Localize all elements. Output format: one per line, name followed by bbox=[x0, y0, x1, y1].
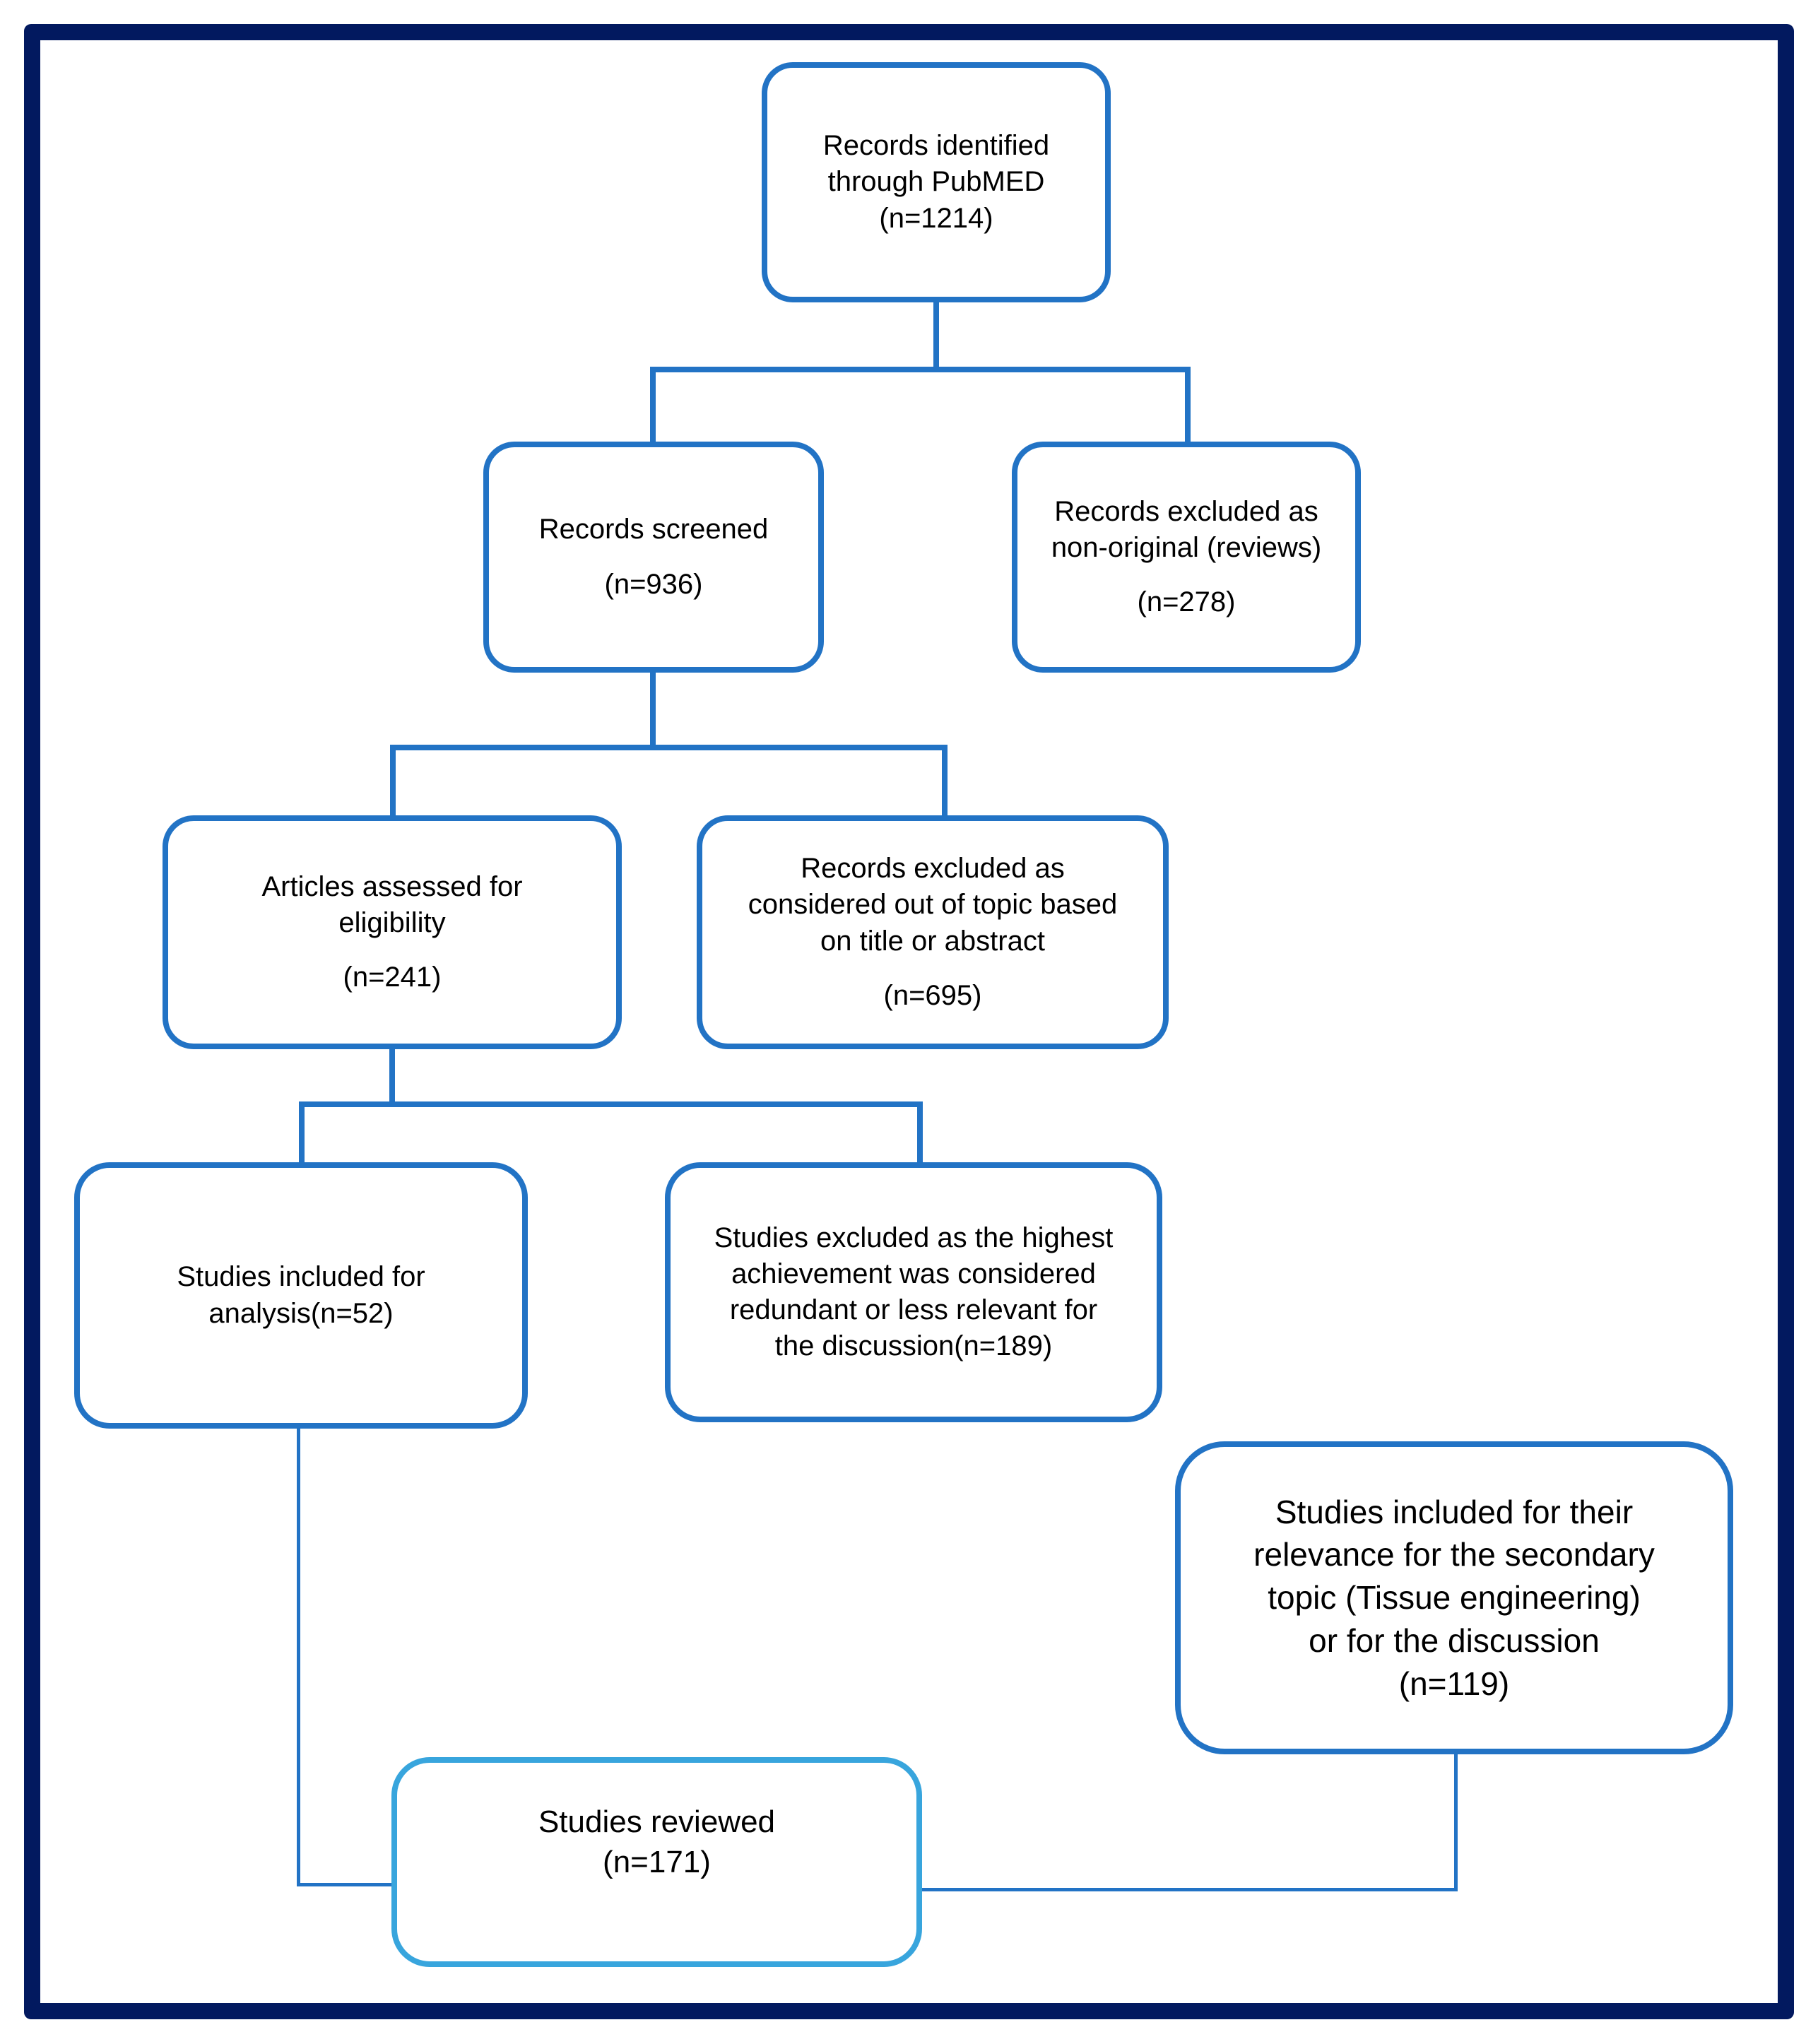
flow-box-studies-excluded-redundant: Studies excluded as the highest achievem… bbox=[665, 1162, 1162, 1422]
connector-line bbox=[1454, 1753, 1458, 1891]
connector-line bbox=[650, 367, 1191, 372]
box-count: (n=171) bbox=[603, 1844, 711, 1879]
connector-line bbox=[297, 1427, 300, 1886]
box-label: Articles assessed for eligibility bbox=[261, 870, 523, 938]
box-label: Studies included for their relevance for… bbox=[1253, 1493, 1655, 1659]
flow-box-records-screened: Records screened (n=936) bbox=[483, 442, 824, 673]
connector-line bbox=[1185, 367, 1191, 444]
flow-box-studies-included-analysis: Studies included for analysis(n=52) bbox=[74, 1162, 528, 1429]
connector-line bbox=[299, 1101, 305, 1165]
connector-line bbox=[933, 301, 939, 371]
box-count: (n=241) bbox=[343, 962, 442, 993]
box-count: (n=695) bbox=[883, 979, 982, 1011]
connector-line bbox=[650, 670, 656, 749]
box-count: (n=278) bbox=[1137, 586, 1236, 618]
box-label: Studies reviewed bbox=[538, 1804, 776, 1840]
flow-box-records-identified: Records identified through PubMED (n=121… bbox=[762, 62, 1111, 302]
connector-line bbox=[389, 1048, 395, 1107]
flow-box-records-excluded-topic: Records excluded as considered out of to… bbox=[697, 815, 1169, 1049]
flow-box-articles-assessed: Articles assessed for eligibility (n=241… bbox=[163, 815, 622, 1049]
connector-line bbox=[390, 745, 396, 818]
box-label: Records excluded as non-original (review… bbox=[1051, 495, 1322, 563]
box-label: Studies included for analysis(n=52) bbox=[177, 1261, 425, 1329]
connector-line bbox=[650, 367, 656, 444]
box-label: Records identified through PubMED bbox=[822, 130, 1050, 198]
connector-line bbox=[921, 1888, 1456, 1891]
flow-box-records-excluded-nonoriginal: Records excluded as non-original (review… bbox=[1012, 442, 1361, 673]
box-label: Studies excluded as the highest achievem… bbox=[714, 1222, 1114, 1362]
connector-line bbox=[297, 1883, 393, 1886]
box-count: (n=936) bbox=[604, 568, 703, 600]
box-label: Records screened bbox=[538, 514, 769, 545]
connector-line bbox=[917, 1101, 923, 1165]
connector-line bbox=[299, 1101, 923, 1107]
connector-line bbox=[390, 745, 948, 750]
box-count: (n=119) bbox=[1398, 1665, 1510, 1702]
box-label: Records excluded as considered out of to… bbox=[748, 853, 1118, 957]
flow-box-studies-reviewed: Studies reviewed (n=171) bbox=[391, 1757, 922, 1967]
flow-box-studies-included-secondary: Studies included for their relevance for… bbox=[1175, 1441, 1733, 1754]
outer-border-frame bbox=[24, 24, 1794, 2019]
connector-line bbox=[942, 745, 948, 818]
box-count: (n=1214) bbox=[879, 202, 993, 234]
